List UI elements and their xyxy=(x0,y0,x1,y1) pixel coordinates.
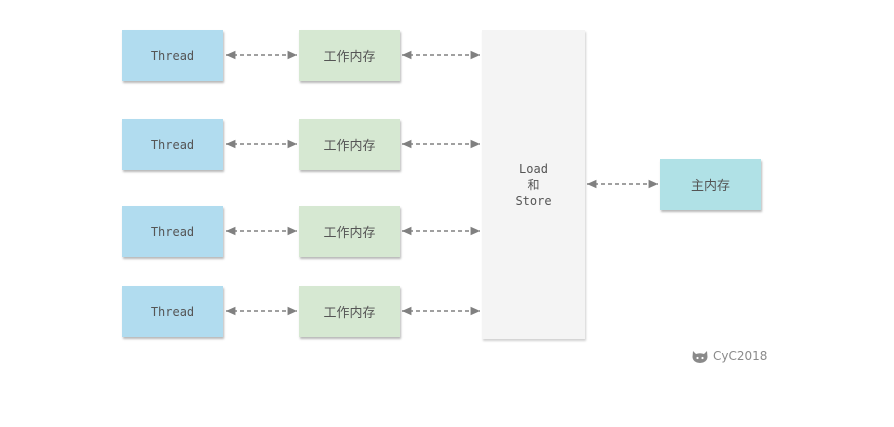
load-label: Load xyxy=(519,161,548,176)
working-memory-box-4: 工作内存 xyxy=(299,286,400,337)
thread-label: Thread xyxy=(150,137,195,152)
working-memory-label: 工作内存 xyxy=(323,306,376,321)
thread-box-4: Thread xyxy=(122,286,223,337)
thread-box-2: Thread xyxy=(122,119,223,170)
store-label: Store xyxy=(515,193,552,208)
watermark-text: CyC2018 xyxy=(713,349,768,363)
watermark: CyC2018 xyxy=(691,348,767,364)
thread-label: Thread xyxy=(150,48,195,63)
working-memory-label: 工作内存 xyxy=(323,226,376,241)
thread-label: Thread xyxy=(150,224,195,239)
working-memory-box-3: 工作内存 xyxy=(299,206,400,257)
github-cat-icon xyxy=(692,351,708,363)
working-memory-label: 工作内存 xyxy=(323,139,376,154)
thread-box-1: Thread xyxy=(122,30,223,81)
thread-label: Thread xyxy=(150,304,195,319)
working-memory-box-1: 工作内存 xyxy=(299,30,400,81)
working-memory-box-2: 工作内存 xyxy=(299,119,400,170)
thread-box-3: Thread xyxy=(122,206,223,257)
working-memory-label: 工作内存 xyxy=(323,50,376,65)
load-store-box: Load 和 Store xyxy=(482,30,585,339)
main-memory-label: 主内存 xyxy=(690,179,730,194)
and-label: 和 xyxy=(527,177,540,192)
main-memory-box: 主内存 xyxy=(660,159,761,210)
